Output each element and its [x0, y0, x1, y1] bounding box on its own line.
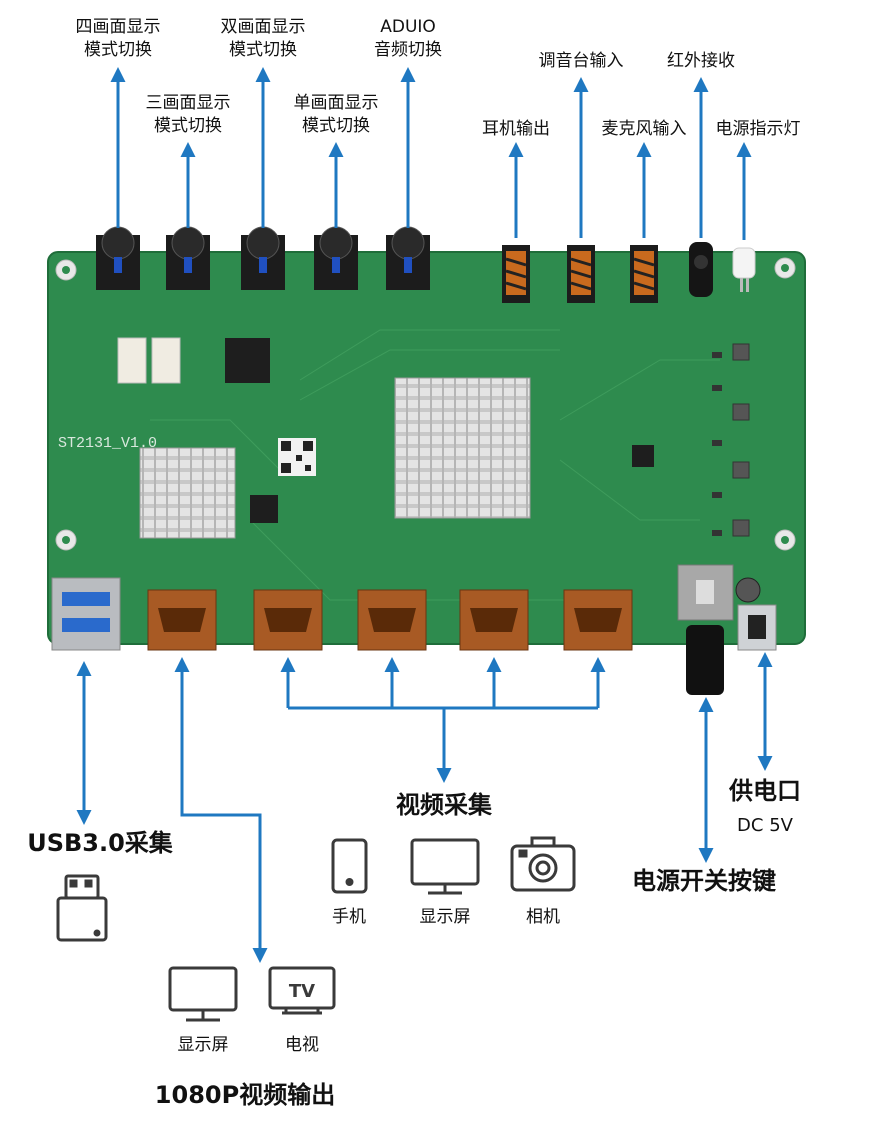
label-camera: 相机 — [526, 907, 560, 927]
board-silkscreen-label: ST2131_V1.0 — [58, 435, 157, 452]
label-mic-in: 麦克风输入 — [601, 119, 687, 139]
label-power-switch: 电源开关按键 — [632, 867, 776, 895]
usb-port — [51, 577, 121, 651]
label-monitor: 显示屏 — [419, 907, 471, 927]
hdmi-ports — [147, 589, 633, 651]
connection-arrows — [76, 67, 773, 963]
audio-jacks — [502, 245, 658, 303]
power-led-part — [732, 247, 756, 292]
power-switch-part — [677, 564, 734, 695]
out-monitor-icon — [168, 966, 238, 1022]
monitor-icon — [410, 838, 480, 895]
label-out-monitor: 显示屏 — [177, 1035, 229, 1055]
label-power-led: 电源指示灯 — [715, 119, 801, 139]
phone-icon — [331, 838, 368, 894]
label-phone: 手机 — [332, 907, 366, 927]
label-hdmi-output: 1080P视频输出 — [154, 1081, 336, 1109]
dc-jack-part — [735, 577, 777, 651]
tv-icon: TV — [268, 966, 336, 1015]
label-single-mode: 单画面显示模式切换 — [293, 93, 379, 136]
camera-icon — [510, 836, 576, 892]
label-ir-receiver: 红外接收 — [667, 51, 735, 71]
usb-stick-icon — [56, 874, 108, 942]
label-quad-mode: 四画面显示模式切换 — [75, 17, 161, 60]
ir-receiver-part — [689, 242, 713, 297]
heatsink-small — [139, 447, 236, 539]
qr-code — [278, 438, 316, 476]
label-power-spec: DC 5V — [737, 815, 793, 836]
label-tv: 电视 — [285, 1035, 319, 1055]
label-headphone-out: 耳机输出 — [482, 119, 550, 139]
heatsink-main — [394, 377, 531, 519]
tv-glyph-text: TV — [289, 981, 315, 1002]
chip-mcu — [225, 338, 270, 383]
label-dual-mode: 双画面显示模式切换 — [220, 17, 306, 60]
label-usb-capture: USB3.0采集 — [27, 829, 173, 857]
label-video-capture: 视频采集 — [396, 791, 492, 819]
label-triple-mode: 三画面显示模式切换 — [145, 93, 231, 136]
label-power-port: 供电口 — [729, 777, 801, 805]
mode-switch-knobs — [96, 226, 430, 290]
pcb-board: ST2131_V1.0 — [47, 226, 806, 695]
label-mixer-in: 调音台输入 — [538, 51, 624, 71]
